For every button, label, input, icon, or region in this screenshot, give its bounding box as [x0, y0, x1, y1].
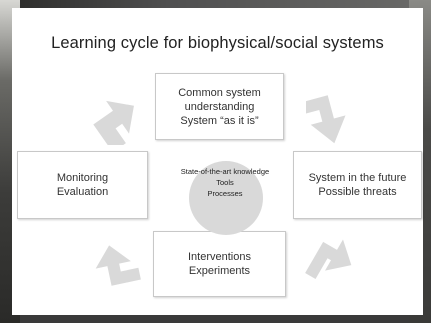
- slide-title: Learning cycle for biophysical/social sy…: [51, 34, 384, 52]
- box-top-line-1: Common system: [178, 86, 261, 99]
- box-system-future: System in the future Possible threats: [293, 151, 422, 219]
- box-interventions-experiments: Interventions Experiments: [153, 231, 286, 297]
- center-line-1: State-of-the-art knowledge: [180, 167, 270, 176]
- box-bottom-line-2: Experiments: [188, 265, 251, 277]
- box-top-line-3: System “as it is”: [180, 114, 259, 127]
- box-left-line-2: Evaluation: [56, 186, 109, 198]
- box-left-line-1: Monitoring: [56, 172, 109, 184]
- cycle-arrow-bottom-right-icon: [305, 239, 352, 280]
- center-circle: [189, 161, 263, 235]
- box-right-line-1: System in the future: [308, 172, 407, 184]
- cycle-arrow-top-right-icon: [306, 95, 346, 144]
- box-common-understanding: Common system understanding System “as i…: [155, 73, 284, 140]
- cycle-arrow-top-left-icon: [93, 100, 134, 145]
- box-bottom-line-1: Interventions: [188, 251, 251, 263]
- box-monitoring-evaluation: Monitoring Evaluation: [17, 151, 148, 219]
- box-top-line-2: understanding: [184, 100, 255, 113]
- center-line-3: Processes: [207, 189, 243, 198]
- box-right-line-2: Possible threats: [318, 186, 397, 198]
- cycle-arrow-bottom-left-icon: [95, 245, 141, 286]
- center-label: State-of-the-art knowledge Tools Process…: [154, 166, 296, 199]
- center-line-2: Tools: [216, 178, 234, 187]
- slide: Learning cycle for biophysical/social sy…: [12, 8, 423, 315]
